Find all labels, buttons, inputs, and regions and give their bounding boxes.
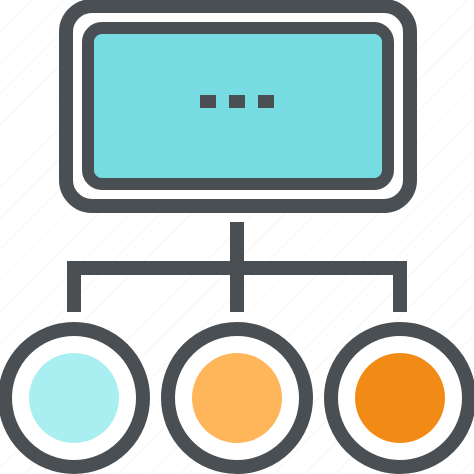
ellipsis-dots bbox=[200, 95, 274, 108]
dot-3 bbox=[258, 95, 274, 108]
tree-connector-lines bbox=[67, 222, 407, 312]
node-circle-middle bbox=[161, 322, 313, 474]
node-middle-inner bbox=[192, 353, 282, 443]
node-right-inner bbox=[355, 353, 445, 443]
dot-1 bbox=[200, 95, 216, 108]
node-circle-left bbox=[0, 322, 150, 474]
node-circle-right bbox=[324, 322, 474, 474]
child-nodes bbox=[0, 322, 474, 474]
monitor-icon bbox=[59, 0, 417, 213]
node-left-inner bbox=[29, 353, 119, 443]
dot-2 bbox=[229, 95, 245, 108]
